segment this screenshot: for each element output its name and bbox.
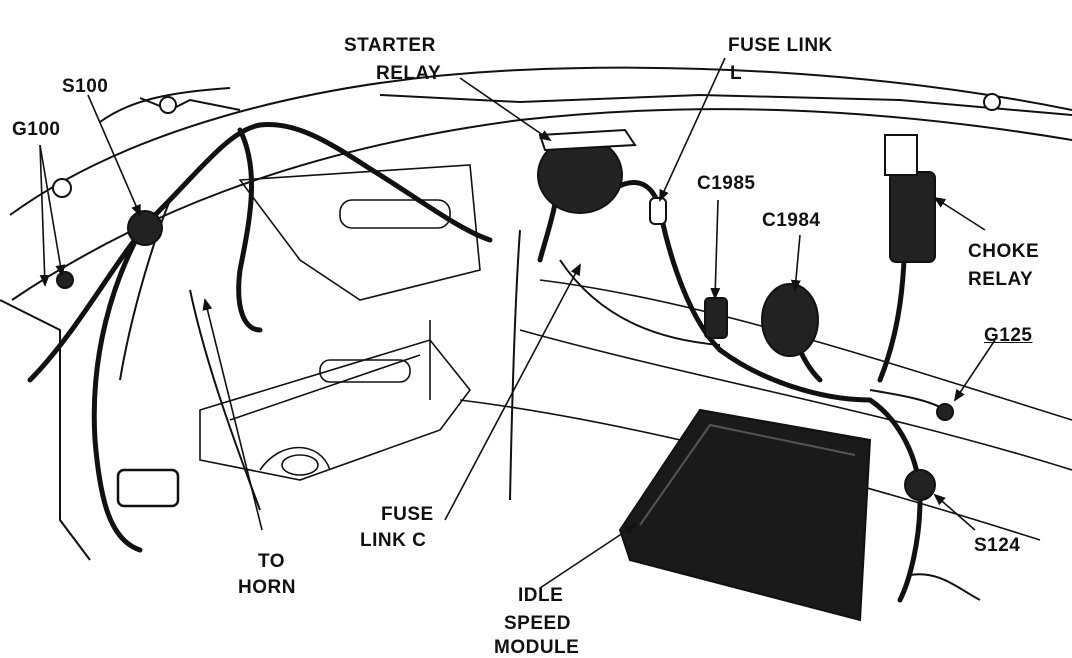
s100-splice: [127, 210, 163, 246]
choke-relay-label-line1: CHOKE: [968, 241, 1040, 262]
idle-speed-module-label-line2: SPEED: [504, 613, 571, 634]
arrow-s100: [87, 94, 141, 217]
fuse-link-l-label-line1: FUSE LINK: [728, 35, 833, 56]
callout-arrows: [39, 57, 996, 589]
arrow-c1984: [790, 234, 801, 292]
fuse-link-l-connector: [649, 197, 667, 225]
starter-relay-label-line2: RELAY: [376, 63, 442, 84]
c1985-label: C1985: [697, 173, 756, 194]
c1984-label: C1984: [762, 210, 821, 231]
arrow-starter-relay: [459, 77, 552, 142]
fuse-link-l-label-line2: L: [730, 63, 743, 84]
g100-ground: [56, 271, 74, 289]
idle-speed-module-label-line1: IDLE: [518, 585, 564, 606]
choke-relay-bracket: [884, 134, 918, 176]
c1985-connector: [704, 297, 728, 339]
arrow-g100-a: [39, 144, 50, 287]
choke-relay-label-line2: RELAY: [968, 269, 1034, 290]
idle-speed-module: [618, 408, 872, 622]
engine-compartment-diagram: [0, 57, 1072, 622]
starter-relay: [537, 128, 637, 214]
idle-speed-module-label-line3: MODULE: [494, 637, 580, 658]
g100-label: G100: [12, 119, 61, 140]
s124-label: S124: [974, 535, 1021, 556]
arrow-choke-relay: [933, 196, 986, 231]
fuse-link-c-label-line2: LINK C: [360, 530, 427, 551]
arrow-c1985: [710, 199, 721, 300]
fuse-link-c-label-line1: FUSE: [381, 504, 434, 525]
inner-panels: [199, 164, 1072, 541]
arrow-s124: [933, 493, 976, 531]
c1984-connector: [761, 283, 819, 357]
g125-label: G125: [984, 325, 1033, 346]
s100-label: S100: [62, 76, 109, 97]
s124-splice: [904, 469, 936, 501]
arrow-g125: [953, 339, 996, 402]
arrow-g100-b: [39, 144, 66, 277]
arrow-idle-speed: [539, 523, 637, 589]
to-horn-label-line1: TO: [258, 551, 286, 572]
choke-relay: [889, 171, 936, 263]
arrow-to-horn: [202, 298, 263, 531]
arrow-fuse-link-c: [444, 263, 581, 521]
horn-connector: [116, 468, 180, 508]
g125-ground: [936, 403, 954, 421]
fasteners: [52, 93, 1001, 198]
starter-relay-label-line1: STARTER: [344, 35, 436, 56]
to-horn-label-line2: HORN: [238, 577, 296, 598]
arrow-fuse-link-l: [659, 57, 726, 202]
